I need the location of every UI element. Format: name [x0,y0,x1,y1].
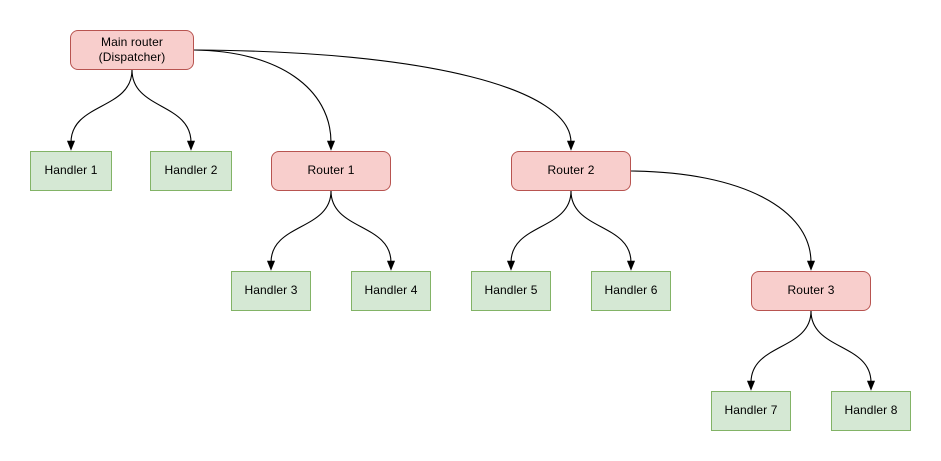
arrow-head-main-to-r2 [566,140,576,151]
edge-main-to-r2 [193,49,572,144]
node-label: Handler 8 [844,403,898,418]
arrow-head-r3-to-h7 [746,380,756,391]
node-label: Handler 2 [164,163,218,178]
arrow-head-main-to-h1 [66,140,76,151]
edge-main-to-r1 [193,49,332,144]
node-h2[interactable]: Handler 2 [150,151,232,191]
node-label: Router 1 [307,163,355,178]
node-h7[interactable]: Handler 7 [711,391,791,431]
node-r3[interactable]: Router 3 [751,271,871,311]
node-label: Main router (Dispatcher) [98,34,166,64]
arrow-head-r2-to-h6 [626,260,636,271]
edge-main-to-h1 [70,69,133,144]
node-h6[interactable]: Handler 6 [591,271,671,311]
edge-r2-to-h5 [510,190,572,264]
arrow-head-r2-to-r3 [806,260,816,271]
node-label: Handler 7 [724,403,778,418]
edge-r2-to-h6 [570,190,632,264]
edge-main-to-h2 [131,69,192,144]
node-r2[interactable]: Router 2 [511,151,631,191]
arrow-head-main-to-h2 [186,140,196,151]
node-label: Handler 6 [604,283,658,298]
edge-r3-to-h8 [810,310,872,384]
node-main[interactable]: Main router (Dispatcher) [70,30,194,70]
node-h8[interactable]: Handler 8 [831,391,911,431]
node-label: Router 2 [547,163,595,178]
node-h1[interactable]: Handler 1 [30,151,112,191]
arrow-head-r3-to-h8 [866,380,876,391]
node-r1[interactable]: Router 1 [271,151,391,191]
node-label: Handler 5 [484,283,538,298]
node-h3[interactable]: Handler 3 [231,271,311,311]
arrow-head-r2-to-h5 [506,260,516,271]
node-label: Router 3 [787,283,835,298]
edge-r2-to-r3 [630,170,812,264]
node-h5[interactable]: Handler 5 [471,271,551,311]
arrow-head-main-to-r1 [326,140,336,151]
node-label: Handler 3 [244,283,298,298]
edge-r1-to-h4 [330,190,392,264]
node-h4[interactable]: Handler 4 [351,271,431,311]
edge-r3-to-h7 [750,310,812,384]
edge-r1-to-h3 [270,190,332,264]
node-label: Handler 4 [364,283,418,298]
node-label: Handler 1 [44,163,98,178]
arrow-head-r1-to-h3 [266,260,276,271]
arrow-head-r1-to-h4 [386,260,396,271]
